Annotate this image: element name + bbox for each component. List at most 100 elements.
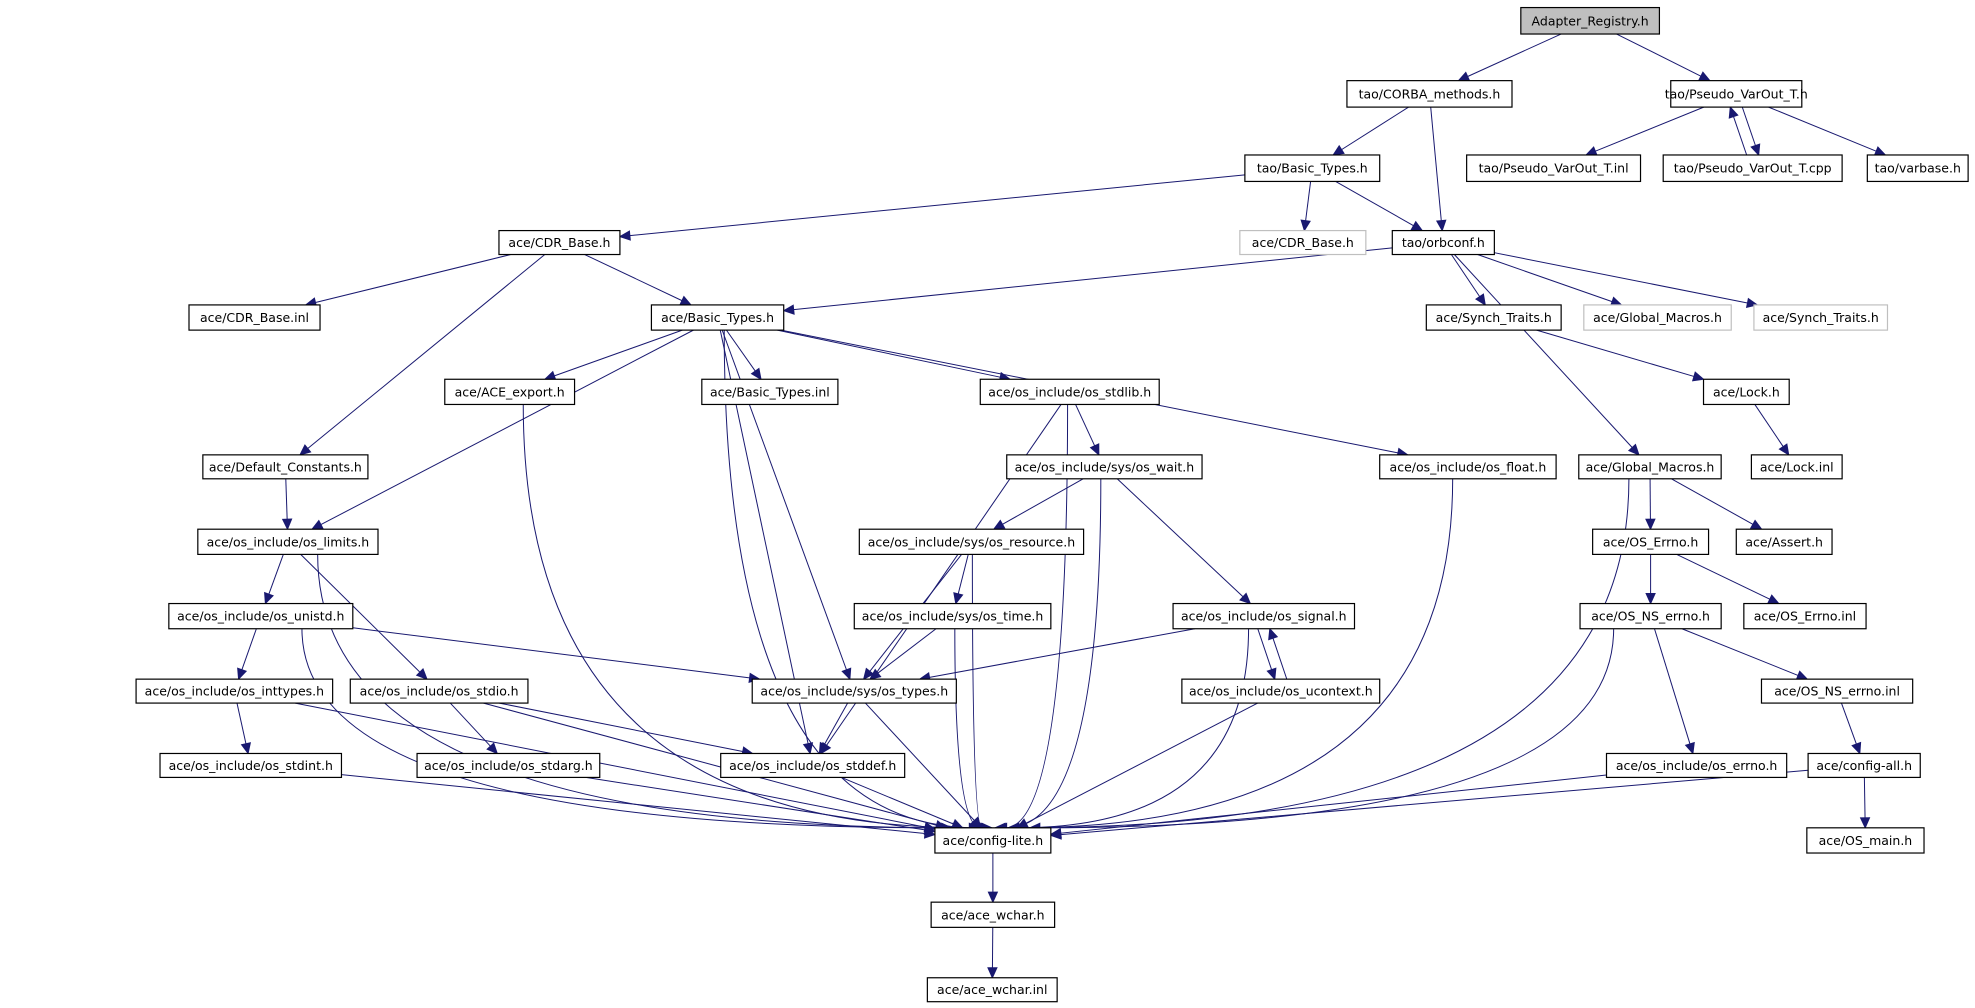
node-label: ace/os_include/os_stdio.h (360, 684, 519, 699)
node-label: ace/Lock.inl (1760, 459, 1834, 474)
node-label: tao/Pseudo_VarOut_T.h (1665, 86, 1808, 101)
edge-orbconf-to-synch-traits-ext (1494, 252, 1759, 309)
edge-line (1272, 638, 1288, 680)
node-pseudo-varout-cpp[interactable]: tao/Pseudo_VarOut_T.cpp (1662, 154, 1843, 183)
node-os-signal[interactable]: ace/os_include/os_signal.h (1172, 602, 1356, 630)
edge-os-ucontext-to-os-signal (1268, 627, 1288, 680)
node-config-all[interactable]: ace/config-all.h (1807, 752, 1921, 779)
node-box (498, 229, 621, 256)
node-label: ace/Global_Macros.h (1593, 310, 1722, 325)
node-box (930, 901, 1056, 928)
node-config-lite[interactable]: ace/config-lite.h (934, 827, 1052, 854)
arrowhead-icon (987, 891, 999, 904)
node-assert-h[interactable]: ace/Assert.h (1735, 528, 1833, 556)
node-basic-types-inl[interactable]: ace/Basic_Types.inl (701, 378, 839, 406)
arrowhead-icon (299, 444, 312, 456)
node-orbconf[interactable]: tao/orbconf.h (1391, 229, 1495, 256)
node-pseudo-varout-inl[interactable]: tao/Pseudo_VarOut_T.inl (1466, 154, 1642, 183)
node-label: ace/OS_NS_errno.h (1591, 609, 1710, 624)
node-os-types[interactable]: ace/os_include/sys/os_types.h (751, 678, 957, 704)
node-ace-basic-types[interactable]: ace/Basic_Types.h (650, 304, 785, 331)
node-os-ucontext[interactable]: ace/os_include/os_ucontext.h (1181, 678, 1381, 704)
node-box (416, 752, 601, 779)
node-label: ace/os_include/os_stdlib.h (988, 384, 1151, 399)
node-os-stdio[interactable]: ace/os_include/os_stdio.h (349, 678, 529, 704)
node-corba-methods[interactable]: tao/CORBA_methods.h (1346, 80, 1513, 108)
node-global-macros-ext[interactable]: ace/Global_Macros.h (1583, 304, 1732, 331)
edge-global-macros-to-config-lite (1013, 478, 1630, 834)
node-os-stdarg[interactable]: ace/os_include/os_stdarg.h (416, 752, 601, 779)
edge-line (449, 702, 491, 747)
edge-os-stdio-to-os-stddef (499, 702, 754, 757)
node-os-ns-errno-h[interactable]: ace/OS_NS_errno.h (1579, 602, 1722, 630)
node-os-ns-errno-inl[interactable]: ace/OS_NS_errno.inl (1760, 678, 1914, 704)
edge-line (301, 628, 942, 829)
arrowhead-icon (782, 304, 795, 315)
node-global-macros[interactable]: ace/Global_Macros.h (1578, 454, 1722, 480)
edge-line (1741, 106, 1756, 146)
node-synch-traits-ext[interactable]: ace/Synch_Traits.h (1753, 304, 1889, 331)
node-default-constants[interactable]: ace/Default_Constants.h (202, 454, 369, 480)
edge-line (1075, 404, 1096, 446)
node-varbase[interactable]: tao/varbase.h (1866, 154, 1969, 183)
edge-line (1116, 478, 1244, 598)
node-ace-wchar-h[interactable]: ace/ace_wchar.h (930, 901, 1056, 928)
node-box (701, 378, 839, 406)
edge-line (1754, 404, 1784, 447)
edge-line (777, 329, 1001, 378)
arrowhead-icon (1239, 592, 1252, 605)
edge-os-wait-to-os-signal (1116, 478, 1252, 605)
node-cdr-base-inl[interactable]: ace/CDR_Base.inl (188, 304, 321, 331)
node-os-resource[interactable]: ace/os_include/sys/os_resource.h (858, 528, 1085, 556)
node-box (349, 678, 529, 704)
edge-os-unistd-to-os-inttypes (237, 628, 257, 681)
node-os-stdint[interactable]: ace/os_include/os_stdint.h (159, 752, 343, 779)
node-pseudo-varout-h[interactable]: tao/Pseudo_VarOut_T.h (1665, 80, 1808, 108)
node-box (853, 602, 1052, 630)
node-label: ace/config-all.h (1816, 758, 1912, 773)
node-os-errno-h[interactable]: ace/OS_Errno.h (1592, 528, 1710, 556)
node-label: ace/Global_Macros.h (1586, 459, 1715, 474)
node-box (1735, 528, 1833, 556)
arrowhead-icon (1457, 71, 1471, 82)
edge-line (1671, 478, 1754, 525)
node-box (1807, 752, 1921, 779)
node-box (1579, 602, 1722, 630)
node-os-errno-inl[interactable]: ace/OS_Errno.inl (1743, 602, 1867, 630)
node-os-stddef[interactable]: ace/os_include/os_stddef.h (720, 752, 906, 779)
edge-line (1341, 106, 1409, 151)
node-os-wait[interactable]: ace/os_include/sys/os_wait.h (1006, 454, 1203, 480)
edge-line (823, 702, 849, 745)
edge-line (341, 774, 926, 835)
arrowhead-icon (1268, 627, 1279, 641)
node-adapter-registry[interactable]: Adapter_Registry.h (1520, 6, 1661, 35)
node-tao-basic-types[interactable]: tao/Basic_Types.h (1244, 154, 1381, 183)
node-os-limits[interactable]: ace/os_include/os_limits.h (197, 528, 379, 556)
node-lock-inl[interactable]: ace/Lock.inl (1750, 454, 1843, 480)
edge-os-ns-errno-inl-to-config-all (1840, 702, 1862, 755)
edge-line (585, 776, 926, 831)
edge-os-stdint-to-config-lite (341, 774, 937, 839)
edge-corba-methods-to-orbconf (1430, 107, 1447, 232)
node-box (1750, 454, 1843, 480)
node-box (1753, 304, 1889, 331)
node-label: ace/os_include/sys/os_resource.h (868, 534, 1075, 549)
node-ace-export[interactable]: ace/ACE_export.h (444, 378, 576, 406)
node-ace-wchar-inl[interactable]: ace/ace_wchar.inl (926, 977, 1058, 1003)
node-ace-cdr-base-ext[interactable]: ace/CDR_Base.h (1239, 229, 1367, 256)
node-os-float[interactable]: ace/os_include/os_float.h (1379, 454, 1557, 480)
arrowhead-icon (1627, 443, 1640, 456)
node-os-inttypes[interactable]: ace/os_include/os_inttypes.h (135, 678, 334, 704)
node-box (1760, 678, 1914, 704)
edge-config-all-to-os-main (1859, 777, 1871, 830)
edge-os-stdarg-to-config-lite (585, 776, 937, 836)
node-os-include-errno[interactable]: ace/os_include/os_errno.h (1605, 752, 1788, 779)
node-os-main[interactable]: ace/OS_main.h (1806, 827, 1925, 854)
node-os-unistd[interactable]: ace/os_include/os_unistd.h (168, 602, 354, 630)
node-os-time[interactable]: ace/os_include/sys/os_time.h (853, 602, 1052, 630)
node-synch-traits[interactable]: ace/Synch_Traits.h (1425, 304, 1562, 331)
node-os-stdlib[interactable]: ace/os_include/os_stdlib.h (979, 378, 1160, 406)
node-lock-h[interactable]: ace/Lock.h (1702, 378, 1790, 406)
node-ace-cdr-base[interactable]: ace/CDR_Base.h (498, 229, 621, 256)
arrowhead-icon (1778, 443, 1790, 456)
